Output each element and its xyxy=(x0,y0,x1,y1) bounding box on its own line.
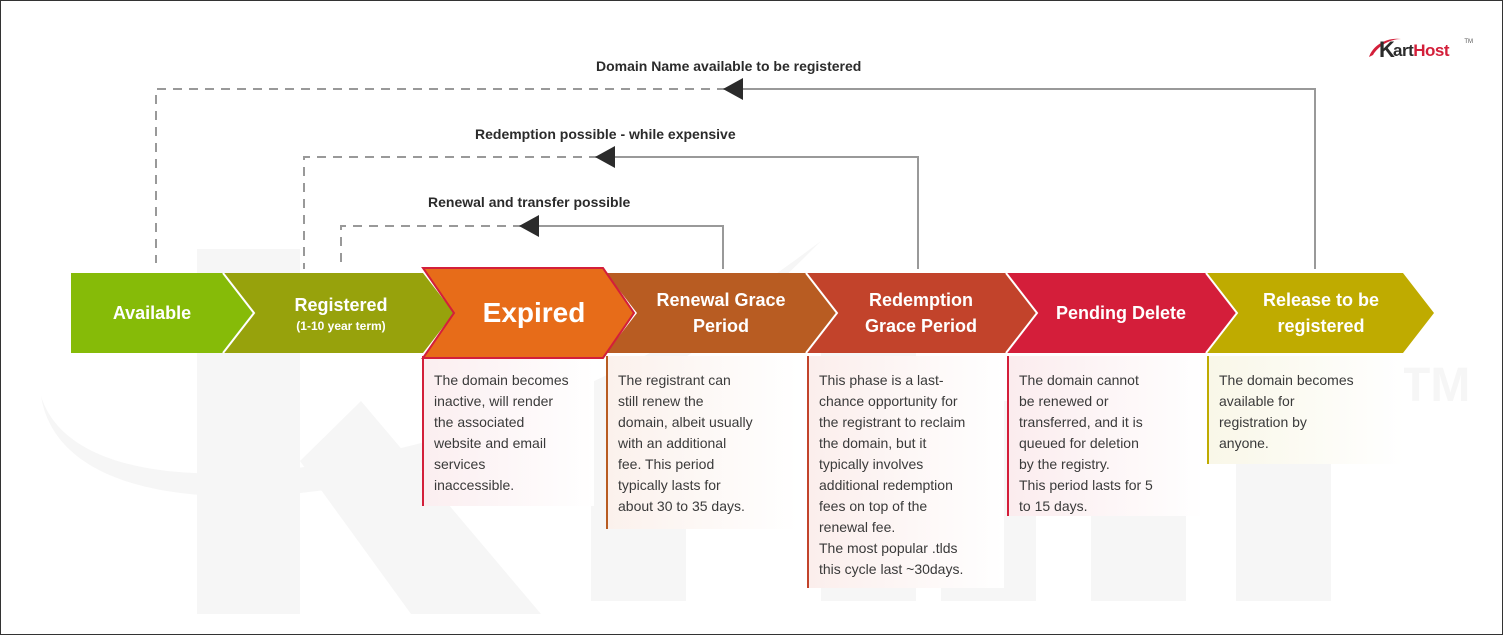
stage-chevron-pending xyxy=(1006,273,1237,353)
desc-line: This period lasts for 5 xyxy=(1019,477,1153,493)
desc-line: available for xyxy=(1219,393,1295,409)
stage-available: Available xyxy=(81,273,223,353)
desc-line: typically lasts for xyxy=(618,477,721,493)
logo-host: Host xyxy=(1413,41,1450,60)
stage-chevron-expired xyxy=(421,267,636,359)
desc-line: this cycle last ~30days. xyxy=(819,561,964,577)
redemption-description: This phase is a last- chance opportunity… xyxy=(809,370,1004,580)
stage-title-line2: Grace Period xyxy=(864,316,978,336)
redemption-desc-panel xyxy=(807,356,1004,588)
stage-chevron-redemption xyxy=(806,273,1037,353)
desc-line: be renewed or xyxy=(1019,393,1109,409)
expired-description: The domain becomes inactive, will render… xyxy=(424,370,592,496)
stage-chevron-renewal xyxy=(606,273,837,353)
stage-pending-delete: Pending Delete xyxy=(1031,273,1211,353)
stage-renewal-grace: Renewal Grace Period xyxy=(631,273,811,353)
stage-title-line1: Release to be xyxy=(1262,290,1380,310)
stage-title-line2: registered xyxy=(1277,316,1365,336)
stage-redemption-grace: Redemption Grace Period xyxy=(831,273,1011,353)
desc-line: transferred, and it is xyxy=(1019,414,1143,430)
loop-label-available: Domain Name available to be registered xyxy=(596,58,862,74)
renewal-description: The registrant can still renew the domai… xyxy=(608,370,798,517)
arrowhead-icon xyxy=(595,146,615,168)
desc-line: anyone. xyxy=(1219,435,1269,451)
desc-line: registration by xyxy=(1219,414,1307,430)
expired-desc-panel xyxy=(422,356,594,506)
desc-line: The domain becomes xyxy=(434,372,569,388)
desc-line: domain, albeit usually xyxy=(618,414,753,430)
stage-title-line1: Redemption xyxy=(868,290,973,310)
desc-line: The domain cannot xyxy=(1019,372,1139,388)
desc-line: queued for deletion xyxy=(1019,435,1139,451)
desc-line: fees on top of the xyxy=(819,498,928,514)
logo-k: K xyxy=(1379,37,1395,62)
logo-swoosh-icon xyxy=(1369,38,1401,57)
desc-line: This phase is a last- xyxy=(819,372,944,388)
stage-registered: Registered (1-10 year term) xyxy=(251,281,431,345)
desc-line: chance opportunity for xyxy=(819,393,958,409)
arrowhead-icon xyxy=(519,215,539,237)
stage-chevron-release xyxy=(1206,273,1434,353)
karthost-logo: K artHost TM xyxy=(1365,31,1475,71)
stage-release: Release to be registered xyxy=(1231,273,1411,353)
release-desc-panel xyxy=(1207,356,1404,464)
desc-line: additional redemption xyxy=(819,477,953,493)
desc-line: to 15 days. xyxy=(1019,498,1088,514)
stage-title: Available xyxy=(112,303,192,323)
desc-line: the registrant to reclaim xyxy=(819,414,966,430)
logo-trademark: TM xyxy=(1464,39,1473,45)
desc-line: with an additional xyxy=(618,435,727,451)
desc-line: inactive, will render xyxy=(434,393,554,409)
desc-line: The most popular .tlds xyxy=(819,540,958,556)
pending-desc-panel xyxy=(1007,356,1204,516)
desc-line: website and email xyxy=(434,435,547,451)
desc-line: renewal fee. xyxy=(819,519,896,535)
stage-title: Expired xyxy=(482,297,586,328)
desc-line: inaccessible. xyxy=(434,477,515,493)
desc-line: The domain becomes xyxy=(1219,372,1354,388)
stage-expired: Expired xyxy=(449,273,619,353)
logo-art: art xyxy=(1393,41,1414,60)
desc-line: the associated xyxy=(434,414,525,430)
desc-line: about 30 to 35 days. xyxy=(618,498,745,514)
desc-line: the domain, but it xyxy=(819,435,927,451)
stage-title-line2: Period xyxy=(692,316,749,336)
desc-line: still renew the xyxy=(618,393,704,409)
loop-label-renewal: Renewal and transfer possible xyxy=(428,194,631,210)
renewal-desc-panel xyxy=(606,356,798,529)
desc-line: services xyxy=(434,456,486,472)
release-description: The domain becomes available for registr… xyxy=(1209,370,1404,454)
stage-chevron-registered xyxy=(223,273,454,353)
stage-title: Registered xyxy=(294,295,388,315)
pending-description: The domain cannot be renewed or transfer… xyxy=(1009,370,1204,517)
stage-chevron-available xyxy=(71,273,254,353)
stage-subtitle: (1-10 year term) xyxy=(296,319,386,333)
desc-line: fee. This period xyxy=(618,456,715,472)
desc-line: The registrant can xyxy=(618,372,731,388)
stage-title: Pending Delete xyxy=(1055,303,1187,323)
loop-label-redemption: Redemption possible - while expensive xyxy=(475,126,736,142)
desc-line: by the registry. xyxy=(1019,456,1110,472)
stage-title-line1: Renewal Grace xyxy=(656,290,786,310)
desc-line: typically involves xyxy=(819,456,924,472)
arrowhead-icon xyxy=(723,78,743,100)
